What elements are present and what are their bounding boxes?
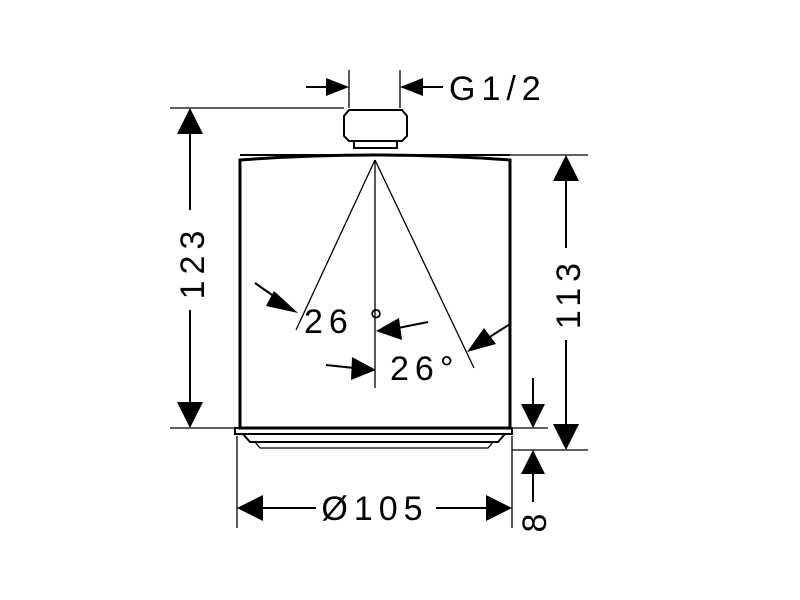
thread-dimension: G1/2 <box>306 70 547 108</box>
diameter-dimension: Ø105 <box>237 490 512 528</box>
spray-angle-left-label: 26 ° <box>304 303 389 341</box>
extension-lines <box>170 70 588 528</box>
bottom-offset-dimension: 8 <box>516 378 554 532</box>
thread-size-label: G1/2 <box>449 70 547 108</box>
connector-fitting <box>343 109 408 149</box>
spray-cone-lines <box>295 159 475 388</box>
spray-angle-left: 26 ° <box>254 282 429 341</box>
total-height-label: 123 <box>174 225 212 300</box>
spray-angle-right-label: 26° <box>390 350 459 388</box>
spray-angle-right: 26° <box>325 323 511 388</box>
diameter-label: Ø105 <box>321 490 428 528</box>
body-height-label: 113 <box>550 257 588 329</box>
body-height-dimension: 113 <box>550 155 588 450</box>
total-height-dimension: 123 <box>174 108 212 428</box>
bottom-offset-label: 8 <box>516 508 554 533</box>
